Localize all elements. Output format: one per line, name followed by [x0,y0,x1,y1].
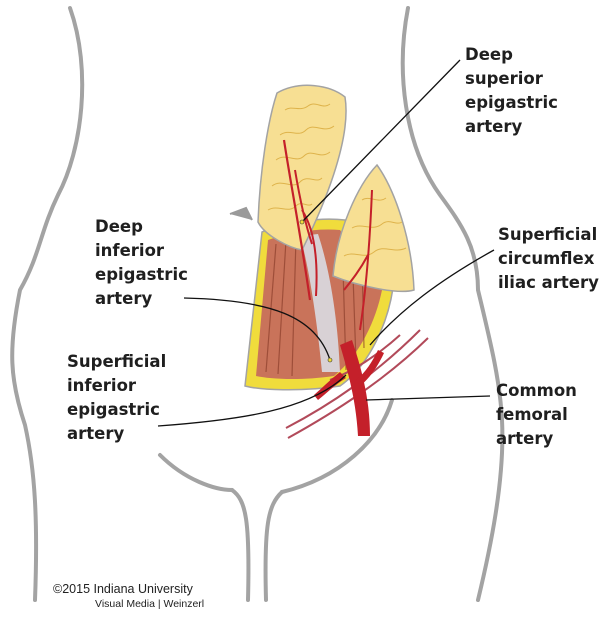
label-deep-superior-epigastric-artery: Deep superior epigastric artery [465,43,558,139]
label-line: artery [67,422,166,446]
label-line: epigastric [95,263,188,287]
small-flap-fat [333,165,414,291]
label-line: artery [496,427,577,451]
label-superficial-circumflex-iliac-artery: Superficial circumflex iliac artery [498,223,599,295]
leader-dot-inferior [328,358,332,362]
label-line: epigastric [465,91,558,115]
sheath-fold-icon [230,208,252,220]
leader-dot-superior [300,220,304,224]
left-torso-contour [12,8,82,600]
label-deep-inferior-epigastric-artery: Deep inferior epigastric artery [95,215,188,311]
label-superficial-inferior-epigastric-artery: Superficial inferior epigastric artery [67,350,166,446]
label-line: femoral [496,403,577,427]
label-common-femoral-artery: Common femoral artery [496,379,577,451]
label-line: epigastric [67,398,166,422]
label-line: inferior [67,374,166,398]
crotch-contour [232,490,282,600]
label-line: inferior [95,239,188,263]
copyright-line: ©2015 Indiana University [53,582,193,596]
label-line: artery [465,115,558,139]
label-line: artery [95,287,188,311]
label-line: Superficial [498,223,599,247]
label-line: iliac artery [498,271,599,295]
label-line: Superficial [67,350,166,374]
label-line: Deep [465,43,558,67]
right-groin-contour [282,400,392,492]
label-line: Deep [95,215,188,239]
leader-common-femoral [366,396,490,400]
left-groin-contour [160,455,232,490]
credit-line: Visual Media | Weinzerl [95,598,204,610]
label-line: Common [496,379,577,403]
label-line: superior [465,67,558,91]
label-line: circumflex [498,247,599,271]
